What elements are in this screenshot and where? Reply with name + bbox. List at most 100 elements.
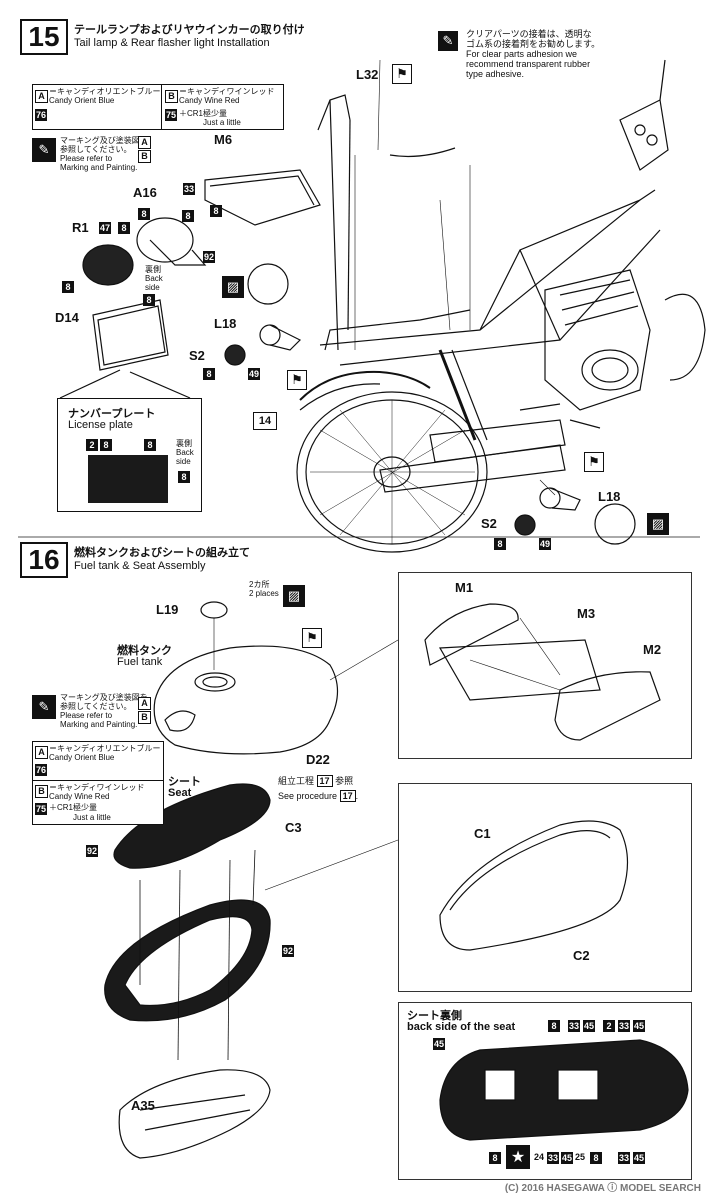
motorcycle-illustration xyxy=(296,59,706,553)
part-m6: M6 xyxy=(214,132,233,147)
sb-45-badge-c: 45 xyxy=(633,1020,645,1032)
part-l19: L19 xyxy=(156,602,179,617)
two-places-note: 2カ所 2 places xyxy=(249,580,279,598)
part-49-badge-a: 49 xyxy=(248,368,260,380)
watermark: (C) 2016 HASEGAWA ⓘ MODEL SEARCH xyxy=(504,1183,701,1194)
sb-45-badge-a: 45 xyxy=(433,1038,445,1050)
part-l18-right: L18 xyxy=(598,489,621,504)
sb-33-badge-d: 33 xyxy=(618,1152,630,1164)
part-c3: C3 xyxy=(285,820,302,835)
part-r1: R1 xyxy=(72,220,89,235)
paint-a-en-2: Candy Orient Blue xyxy=(49,753,115,762)
clear-part-icon-2: ▨ xyxy=(222,276,244,298)
paint-brush-icon-2: ✎ xyxy=(32,695,56,719)
step-title-en: Tail lamp & Rear flasher light Installat… xyxy=(74,37,270,49)
paint-a-badge-2: A xyxy=(35,746,48,759)
paint-b-jp-2: ＝キャンディワインレッド xyxy=(49,783,145,792)
step16-title-en: Fuel tank & Seat Assembly xyxy=(74,560,206,572)
seat-92-badge-a: 92 xyxy=(86,845,98,857)
procedure-ref: 組立工程 17 参照 xyxy=(278,775,354,787)
seat-92-badge-b: 92 xyxy=(282,945,294,957)
fuel-tank-label-en: Fuel tank xyxy=(117,656,163,668)
part-8-badge-h: 8 xyxy=(494,538,506,550)
clear-part-icon-4: ⚑ xyxy=(584,452,604,472)
clear-part-icon-3: ⚑ xyxy=(287,370,307,390)
paint-b-en-2: Candy Wine Red xyxy=(49,792,110,801)
paint-b-badge: B xyxy=(165,90,178,103)
paint-b-extra-2: ＋CR1極少量 xyxy=(49,803,98,812)
seat-label-en: Seat xyxy=(168,787,192,799)
sb-33-badge-a: 33 xyxy=(568,1020,580,1032)
seat-back-title-en: back side of the seat xyxy=(407,1021,516,1033)
lp-8-badge-b: 8 xyxy=(144,439,156,451)
sb-24-label: 24 xyxy=(534,1152,545,1162)
part-33-badge: 33 xyxy=(183,183,195,195)
marking-note-15: マーキング及び塗装図を 参照してください。 Please refer to Ma… xyxy=(60,136,148,172)
marking-a-badge-2: A xyxy=(138,697,151,710)
paint-brush-icon: ✎ xyxy=(32,138,56,162)
step-number-15: 15 xyxy=(20,19,68,55)
paint-75-badge: 75 xyxy=(165,109,177,121)
part-d14: D14 xyxy=(55,310,79,325)
license-plate-title-jp: ナンバープレート xyxy=(68,408,156,420)
glue-icon: ✎ xyxy=(438,31,458,51)
marking-b-badge-2: B xyxy=(138,711,151,724)
part-s2-left: S2 xyxy=(189,348,205,363)
part-49-badge-b: 49 xyxy=(539,538,551,550)
part-8-badge-c: 8 xyxy=(182,210,194,222)
sb-45-badge-b: 45 xyxy=(583,1020,595,1032)
paint-b-jp: ＝キャンディワインレッド xyxy=(179,87,275,96)
sb-33-badge-c: 33 xyxy=(547,1152,559,1164)
m-parts-panel xyxy=(398,572,692,759)
paint-76-badge: 76 xyxy=(35,109,47,121)
license-plate-shape xyxy=(88,455,168,503)
part-8-badge-e: 8 xyxy=(143,294,155,306)
part-m1: M1 xyxy=(455,580,474,595)
lp-2-badge: 2 xyxy=(86,439,98,451)
lp-back-side: 裏側 Back side xyxy=(176,439,194,466)
paint-a-en: Candy Orient Blue xyxy=(49,96,115,105)
part-8-badge-b: 8 xyxy=(138,208,150,220)
clear-part-icon-6: ▨ xyxy=(283,585,305,607)
color-legend-15: A ＝キャンディオリエントブルー Candy Orient Blue 76 B … xyxy=(32,84,284,130)
sb-2-badge: 2 xyxy=(603,1020,615,1032)
part-8-badge-a: 8 xyxy=(210,205,222,217)
paint-b-en: Candy Wine Red xyxy=(179,96,240,105)
sb-45-badge-e: 45 xyxy=(633,1152,645,1164)
paint-75-badge-2: 75 xyxy=(35,803,47,815)
paint-a-badge: A xyxy=(35,90,48,103)
fuel-tank-label-jp: 燃料タンク xyxy=(117,645,172,657)
part-l18-left: L18 xyxy=(214,316,237,331)
seat-label-jp: シート xyxy=(168,776,201,788)
part-s2-right: S2 xyxy=(481,516,497,531)
part-m2: M2 xyxy=(643,642,662,657)
sb-25-label: 25 xyxy=(575,1152,586,1162)
procedure-ref-en: See procedure 17. xyxy=(278,790,359,802)
part-c1: C1 xyxy=(474,826,491,841)
license-plate-title-en: License plate xyxy=(68,419,133,431)
part-8-badge-d: 8 xyxy=(118,222,130,234)
paint-b-badge-2: B xyxy=(35,785,48,798)
clear-part-icon-7: ⚑ xyxy=(302,628,322,648)
part-m3: M3 xyxy=(577,606,596,621)
paint-b-extra-en-2: Just a little xyxy=(73,813,111,822)
license-plate-box: ナンバープレート License plate 2 8 8 裏側 Back sid… xyxy=(57,398,202,512)
step-title-jp: テールランプおよびリヤウインカーの取り付け xyxy=(74,24,305,36)
step-number-16: 16 xyxy=(20,542,68,578)
sb-8-badge-c: 8 xyxy=(590,1152,602,1164)
fuel-tank-shape xyxy=(153,645,339,755)
seat-back-panel xyxy=(398,1002,692,1180)
c-parts-panel xyxy=(398,783,692,992)
marking-b-badge: B xyxy=(138,150,151,163)
sb-45-badge-d: 45 xyxy=(561,1152,573,1164)
marking-a-badge: A xyxy=(138,136,151,149)
step-ref-14: 14 xyxy=(253,412,277,430)
clear-parts-note: クリアパーツの接着は、透明な ゴム系の接着剤をお勧めします。 For clear… xyxy=(466,29,601,79)
lp-8-badge-a: 8 xyxy=(100,439,112,451)
sb-8-badge-b: 8 xyxy=(489,1152,501,1164)
color-legend-16: A ＝キャンディオリエントブルー Candy Orient Blue 76 B … xyxy=(32,741,164,825)
part-d22: D22 xyxy=(306,752,330,767)
paint-a-jp: ＝キャンディオリエントブルー xyxy=(49,87,161,96)
part-92-badge: 92 xyxy=(203,251,215,263)
